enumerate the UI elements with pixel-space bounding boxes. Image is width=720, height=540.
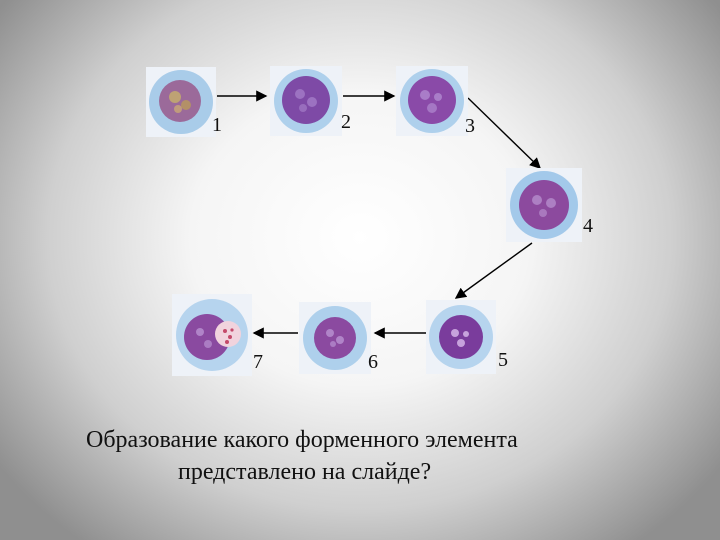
- cell-label-7: 7: [253, 351, 263, 373]
- arrow-3-4: [467, 97, 542, 169]
- cell-label-4: 4: [583, 215, 593, 237]
- cell-label-2: 2: [341, 111, 351, 133]
- cell-6-illustration: [303, 306, 367, 370]
- cell-label-3: 3: [465, 115, 475, 137]
- cell-image-1: [146, 67, 216, 137]
- cell-3-illustration: [400, 69, 464, 133]
- cell-5-illustration: [429, 305, 493, 369]
- question-line-1: Образование какого форменного элемента: [86, 427, 518, 453]
- cell-image-3: [396, 66, 468, 136]
- cell-7-illustration: [176, 299, 248, 371]
- cell-image-5: [426, 300, 496, 374]
- cell-2-illustration: [274, 69, 338, 133]
- cell-label-6: 6: [368, 351, 378, 373]
- question-line-2: представлено на слайде?: [178, 459, 432, 485]
- cell-label-5: 5: [498, 349, 508, 371]
- cell-image-7: [172, 294, 252, 376]
- cell-label-1: 1: [212, 114, 222, 136]
- arrow-4-5: [454, 242, 533, 299]
- question-text: Образование какого форменного элемента п…: [60, 424, 620, 488]
- cell-4-illustration: [510, 171, 578, 239]
- cell-image-4: [506, 168, 582, 242]
- cell-1-illustration: [149, 70, 213, 134]
- cell-image-2: [270, 66, 342, 136]
- cell-image-6: [299, 302, 371, 374]
